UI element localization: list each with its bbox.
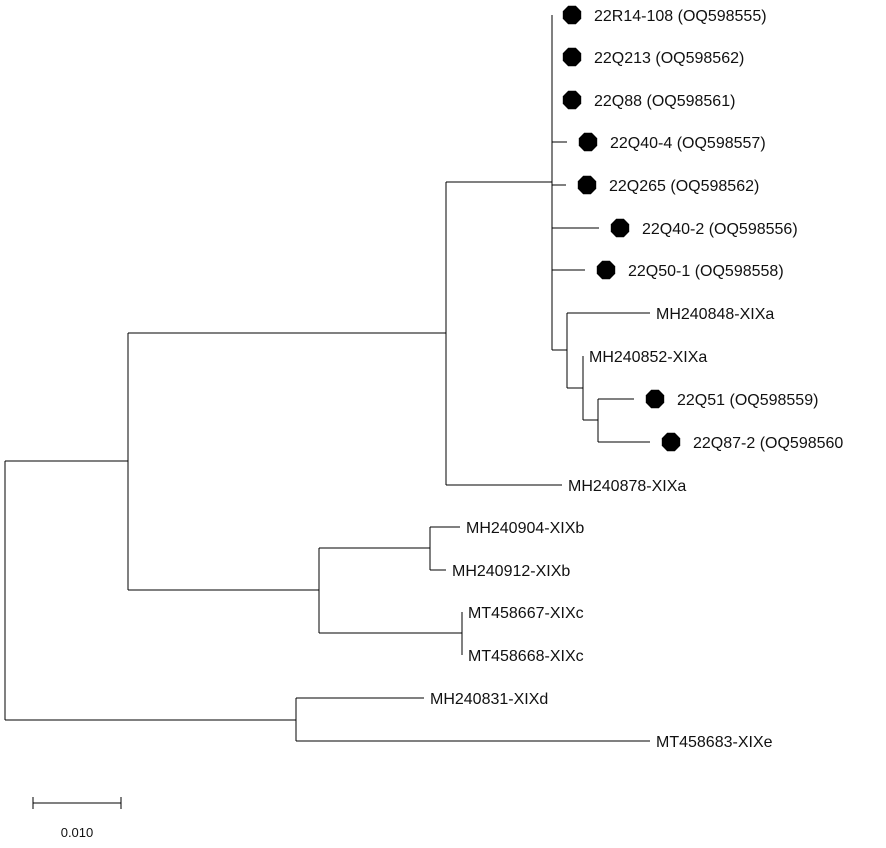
sample-marker <box>645 389 665 409</box>
leaf-label: 22Q88 (OQ598561) <box>594 93 735 110</box>
leaf-label: 22Q213 (OQ598562) <box>594 50 744 67</box>
sample-markers <box>562 5 681 452</box>
sample-marker <box>610 218 630 238</box>
scale-bar-label: 0.010 <box>61 825 94 840</box>
leaf-label: MH240848-XIXa <box>656 306 774 323</box>
scale-bar: 0.010 <box>32 797 122 840</box>
sample-marker <box>577 175 597 195</box>
tree-branches <box>4 15 650 742</box>
leaf-labels: 22R14-108 (OQ598555) 22Q213 (OQ598562) 22Q… <box>430 8 843 751</box>
leaf-label: MH240852-XIXa <box>589 349 707 366</box>
leaf-label: MH240904-XIXb <box>466 520 584 537</box>
leaf-label: 22R14-108 (OQ598555) <box>594 8 767 25</box>
leaf-label: MT458667-XIXc <box>468 605 584 622</box>
sample-marker <box>661 432 681 452</box>
sample-marker <box>596 260 616 280</box>
leaf-label: 22Q40-4 (OQ598557) <box>610 135 766 152</box>
leaf-label: MH240912-XIXb <box>452 563 570 580</box>
sample-marker <box>562 47 582 67</box>
leaf-label: MH240878-XIXa <box>568 478 686 495</box>
leaf-label: 22Q265 (OQ598562) <box>609 178 759 195</box>
leaf-label: 22Q51 (OQ598559) <box>677 392 818 409</box>
leaf-label: MT458683-XIXe <box>656 734 773 751</box>
leaf-label: MT458668-XIXc <box>468 648 584 665</box>
sample-marker <box>562 5 582 25</box>
leaf-label: 22Q87-2 (OQ598560 <box>693 435 843 452</box>
leaf-label: 22Q40-2 (OQ598556) <box>642 221 798 238</box>
sample-marker <box>578 132 598 152</box>
leaf-label: MH240831-XIXd <box>430 691 548 708</box>
sample-marker <box>562 90 582 110</box>
leaf-label: 22Q50-1 (OQ598558) <box>628 263 784 280</box>
